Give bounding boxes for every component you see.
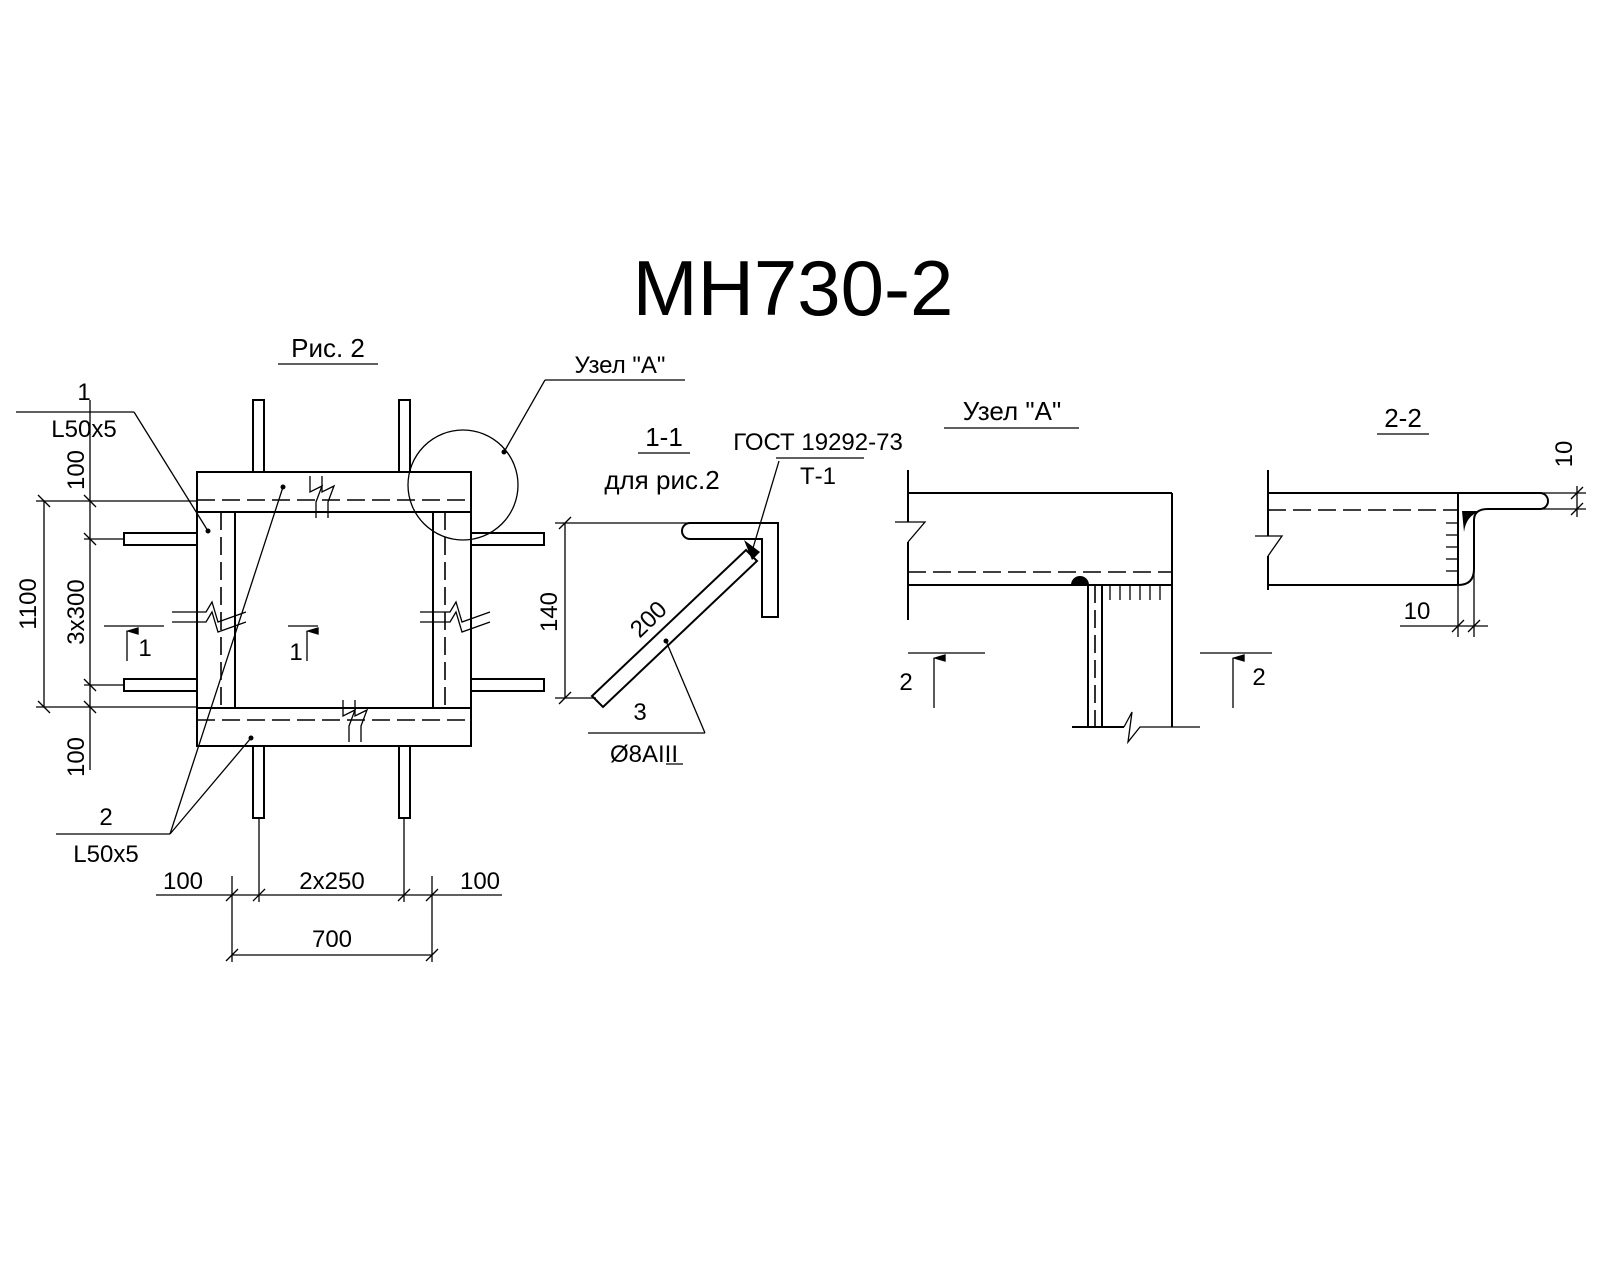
horizontal-dimensions: 100 2x250 100 700 [156,818,502,962]
fig2-label: Рис. 2 [291,333,365,363]
position-2-number: 2 [99,804,112,831]
dim-1-1-height: 140 [536,592,563,632]
section-2-right-label: 2 [1252,664,1265,691]
position-1-leader: 1 L50x5 [16,379,211,534]
weld-type: Т-1 [800,463,836,490]
dim-bottom-offset: 100 [63,737,90,777]
section-marker-1: 1 1 [104,625,319,666]
dim-spacing-horizontal: 2x250 [299,868,364,895]
position-2-leader: 2 L50x5 [56,484,286,868]
dim-2-2-horizontal: 10 [1404,598,1431,625]
weld-standard: ГОСТ 19292-73 [733,429,903,456]
dim-right-offset: 100 [460,868,500,895]
sheet-title: МН730-2 [633,244,954,332]
vertical-dimensions: 100 1100 3x300 100 [15,400,197,777]
fig2-view: Рис. 2 [15,333,685,962]
dim-top-offset: 100 [63,450,90,490]
position-2-profile: L50x5 [73,841,138,868]
dim-left-offset: 100 [163,868,203,895]
dim-1-1-length: 200 [625,596,673,643]
node-a-callout: Узел "А" [407,352,685,541]
weld-hatching [1109,585,1161,600]
section-1-center-label: 1 [289,639,302,666]
section-1-1-sublabel: для рис.2 [604,465,719,495]
anchor-bars [123,399,545,819]
node-a-callout-label: Узел "А" [575,352,666,379]
weld-hatching-2 [1446,522,1458,572]
section-2-2-label: 2-2 [1384,403,1422,433]
section-1-left-label: 1 [138,635,151,662]
position-1-profile: L50x5 [51,416,116,443]
node-a-label: Узел "А" [963,396,1061,426]
section-2-2-view: 2-2 10 10 [1255,403,1586,637]
section-1-1-view: 1-1 для рис.2 ГОСТ 19292-73 Т-1 3 Ø8АIII… [536,422,903,768]
dim-width-total: 700 [312,926,352,953]
position-3-number: 3 [633,699,646,726]
section-2-left-label: 2 [899,669,912,696]
dim-height-total: 1100 [15,578,42,630]
position-1-number: 1 [77,379,90,406]
dim-spacing-vertical: 3x300 [63,579,90,644]
section-1-1-label: 1-1 [645,422,683,452]
dim-2-2-vertical: 10 [1551,441,1578,468]
node-a-view: Узел "А" 2 2 [895,396,1272,745]
angle-frame [172,471,491,747]
